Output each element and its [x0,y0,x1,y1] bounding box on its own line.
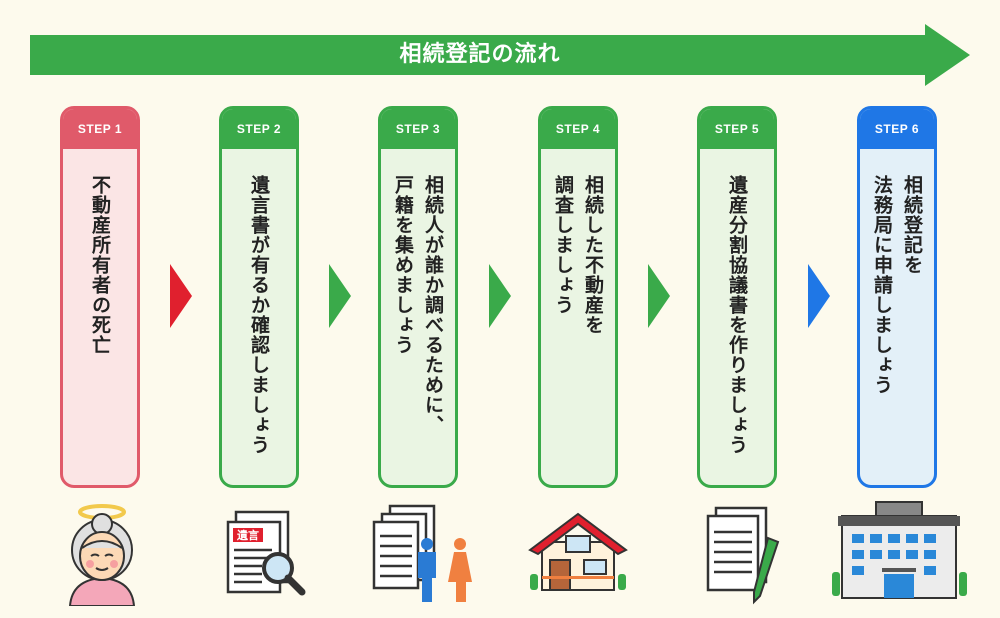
step-card-6: STEP 6 相続登記を 法務局に申請しましょう [857,106,937,488]
banner-title: 相続登記の流れ [399,42,561,67]
step-card-1: STEP 1 不動産所有者の死亡 [60,106,140,488]
flow-banner: 相続登記の流れ [30,24,970,86]
step-label: STEP 4 [541,109,615,149]
green-arrow-icon [648,264,670,328]
step-text: 遺言書が有るか確認しましょう [248,175,270,455]
step-card-5: STEP 5 遺産分割協議書を作りましょう [697,106,777,488]
banner-arrow-shape [30,24,970,86]
step-text: 遺産分割協議書を作りましょう [726,175,748,455]
step-text: 相続登記を 法務局に申請しましょう [871,175,923,395]
step-card-2: STEP 2 遺言書が有るか確認しましょう [219,106,299,488]
step-label: STEP 1 [63,109,137,149]
step-label: STEP 3 [381,109,455,149]
red-arrow-icon [170,264,192,328]
blue-arrow-icon [808,264,830,328]
green-arrow-icon [329,264,351,328]
step-label: STEP 2 [222,109,296,149]
document-pen-icon [706,506,780,605]
legal-affairs-bureau-building-icon [832,501,967,599]
step-text: 不動産所有者の死亡 [89,175,111,355]
step-text: 相続人が誰か調べるために、 戸籍を集めましょう [392,175,444,435]
family-register-people-icon [372,504,472,602]
step-text: 相続した不動産を 調査しましょう [552,175,604,335]
deceased-elderly-woman-icon [68,504,136,606]
will-stamp-label: 遺言 [236,528,259,542]
step-label: STEP 5 [700,109,774,149]
step-card-3: STEP 3 相続人が誰か調べるために、 戸籍を集めましょう [378,106,458,488]
step-card-4: STEP 4 相続した不動産を 調査しましょう [538,106,618,488]
will-document-magnifier-icon: 遺言 [226,510,306,596]
house-icon [528,512,628,591]
green-arrow-icon [489,264,511,328]
step-label: STEP 6 [860,109,934,149]
